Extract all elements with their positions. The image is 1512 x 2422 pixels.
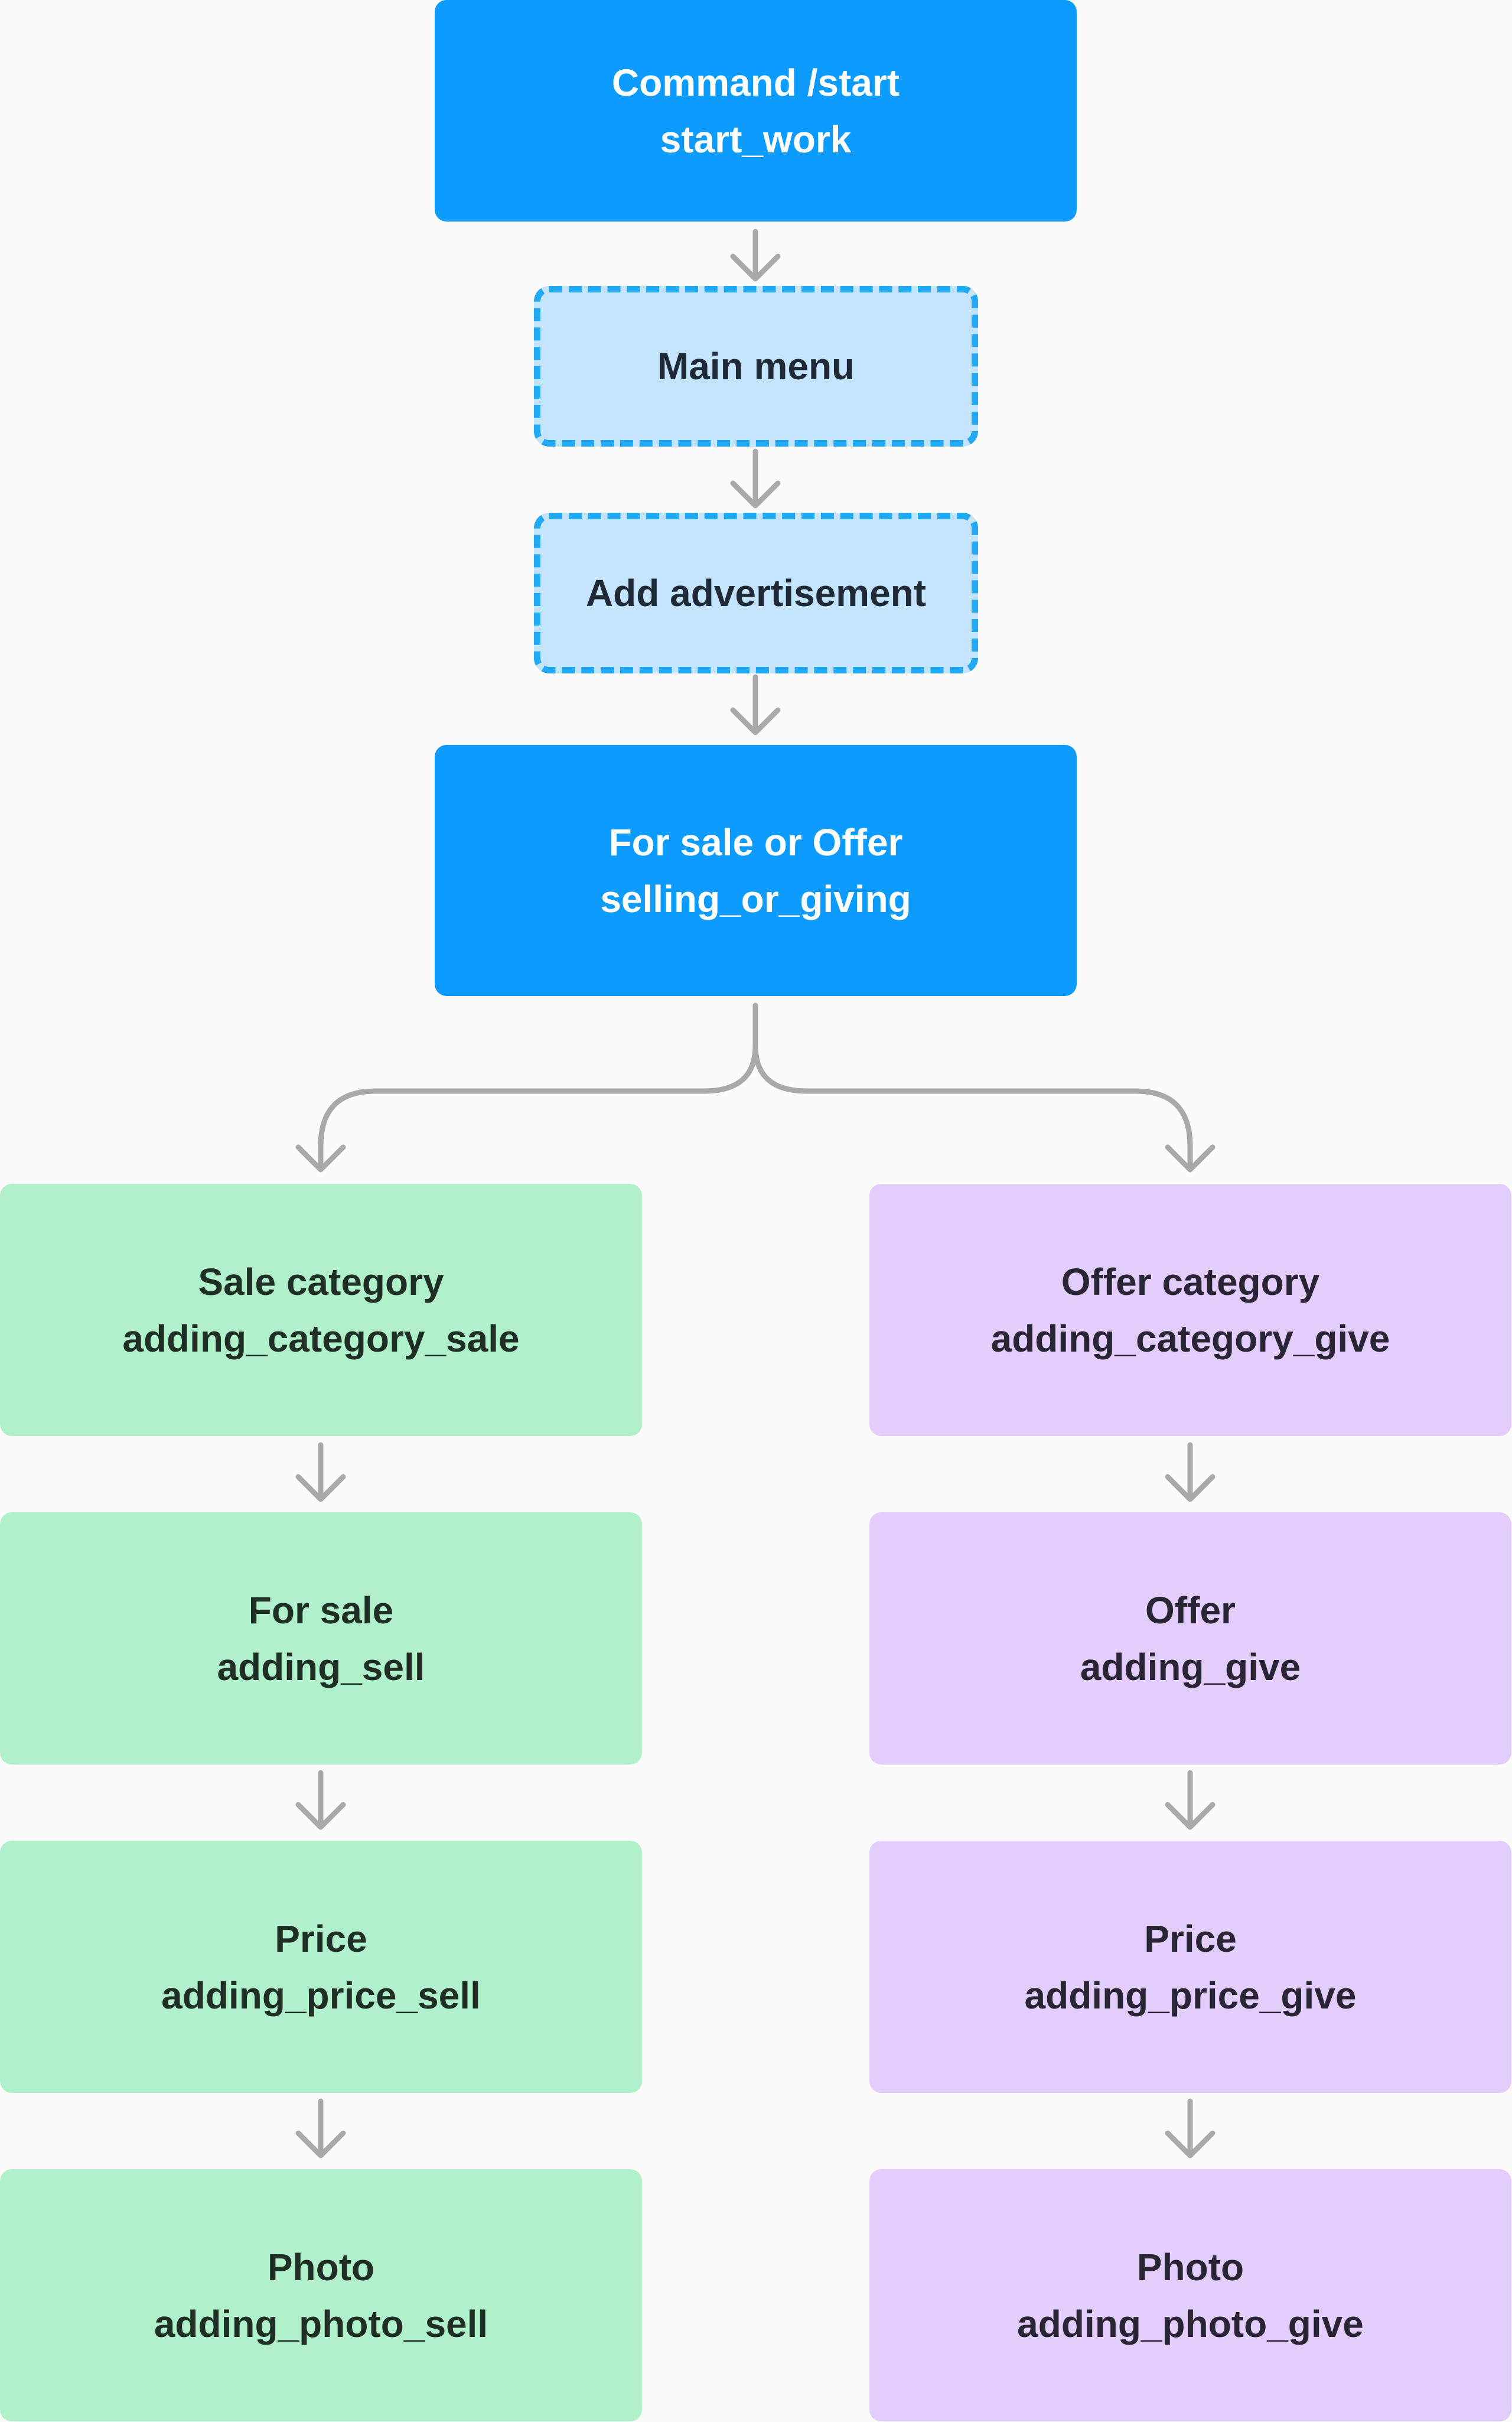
photo-give-subtitle: adding_photo_give bbox=[1017, 2302, 1364, 2345]
photo-give-title: Photo bbox=[1136, 2245, 1244, 2288]
arrow-main-menu-to-add-ad bbox=[730, 448, 781, 509]
price-give-node: Price adding_price_give bbox=[869, 1841, 1511, 2093]
offer-category-node: Offer category adding_category_give bbox=[869, 1184, 1511, 1436]
arrow-price-sell-to-photo-sell bbox=[295, 2098, 346, 2159]
sale-or-offer-node-title: For sale or Offer bbox=[608, 821, 903, 864]
price-sell-subtitle: adding_price_sell bbox=[161, 1974, 481, 2017]
arrow-add-ad-to-sale-or-offer bbox=[730, 674, 781, 735]
add-advertisement-node: Add advertisement bbox=[534, 513, 978, 673]
offer-category-subtitle: adding_category_give bbox=[990, 1317, 1390, 1360]
arrow-sale-category-to-for-sale bbox=[295, 1442, 346, 1502]
sale-category-subtitle: adding_category_sale bbox=[122, 1317, 520, 1360]
sale-category-node: Sale category adding_category_sale bbox=[0, 1184, 642, 1436]
sale-or-offer-node: For sale or Offer selling_or_giving bbox=[435, 745, 1077, 996]
start-node-subtitle: start_work bbox=[660, 118, 852, 161]
offer-title: Offer bbox=[1145, 1588, 1236, 1632]
arrow-for-sale-to-price-sell bbox=[295, 1770, 346, 1830]
arrow-offer-category-to-offer bbox=[1165, 1442, 1216, 1502]
start-node: Command /start start_work bbox=[435, 0, 1077, 222]
price-sell-node: Price adding_price_sell bbox=[0, 1841, 642, 2093]
main-menu-node: Main menu bbox=[534, 286, 978, 447]
arrow-fork-to-offer bbox=[752, 1043, 1216, 1173]
price-give-title: Price bbox=[1144, 1917, 1237, 1960]
sale-category-title: Sale category bbox=[198, 1260, 444, 1303]
offer-node: Offer adding_give bbox=[869, 1512, 1511, 1765]
photo-sell-subtitle: adding_photo_sell bbox=[154, 2302, 488, 2345]
price-sell-title: Price bbox=[275, 1917, 367, 1960]
photo-sell-title: Photo bbox=[267, 2245, 375, 2288]
sale-or-offer-node-subtitle: selling_or_giving bbox=[600, 877, 911, 920]
offer-category-title: Offer category bbox=[1061, 1260, 1320, 1303]
for-sale-subtitle: adding_sell bbox=[217, 1645, 425, 1688]
add-advertisement-node-title: Add advertisement bbox=[585, 572, 927, 614]
arrow-offer-to-price-give bbox=[1165, 1770, 1216, 1830]
arrow-price-give-to-photo-give bbox=[1165, 2098, 1216, 2159]
arrow-fork-to-sale bbox=[295, 1002, 758, 1173]
for-sale-node: For sale adding_sell bbox=[0, 1512, 642, 1765]
main-menu-node-title: Main menu bbox=[657, 345, 855, 388]
start-node-title: Command /start bbox=[611, 61, 900, 104]
arrow-start-to-main-menu bbox=[730, 229, 781, 282]
photo-sell-node: Photo adding_photo_sell bbox=[0, 2169, 642, 2421]
price-give-subtitle: adding_price_give bbox=[1024, 1974, 1357, 2017]
for-sale-title: For sale bbox=[248, 1588, 394, 1632]
offer-subtitle: adding_give bbox=[1080, 1645, 1301, 1688]
photo-give-node: Photo adding_photo_give bbox=[869, 2169, 1511, 2421]
